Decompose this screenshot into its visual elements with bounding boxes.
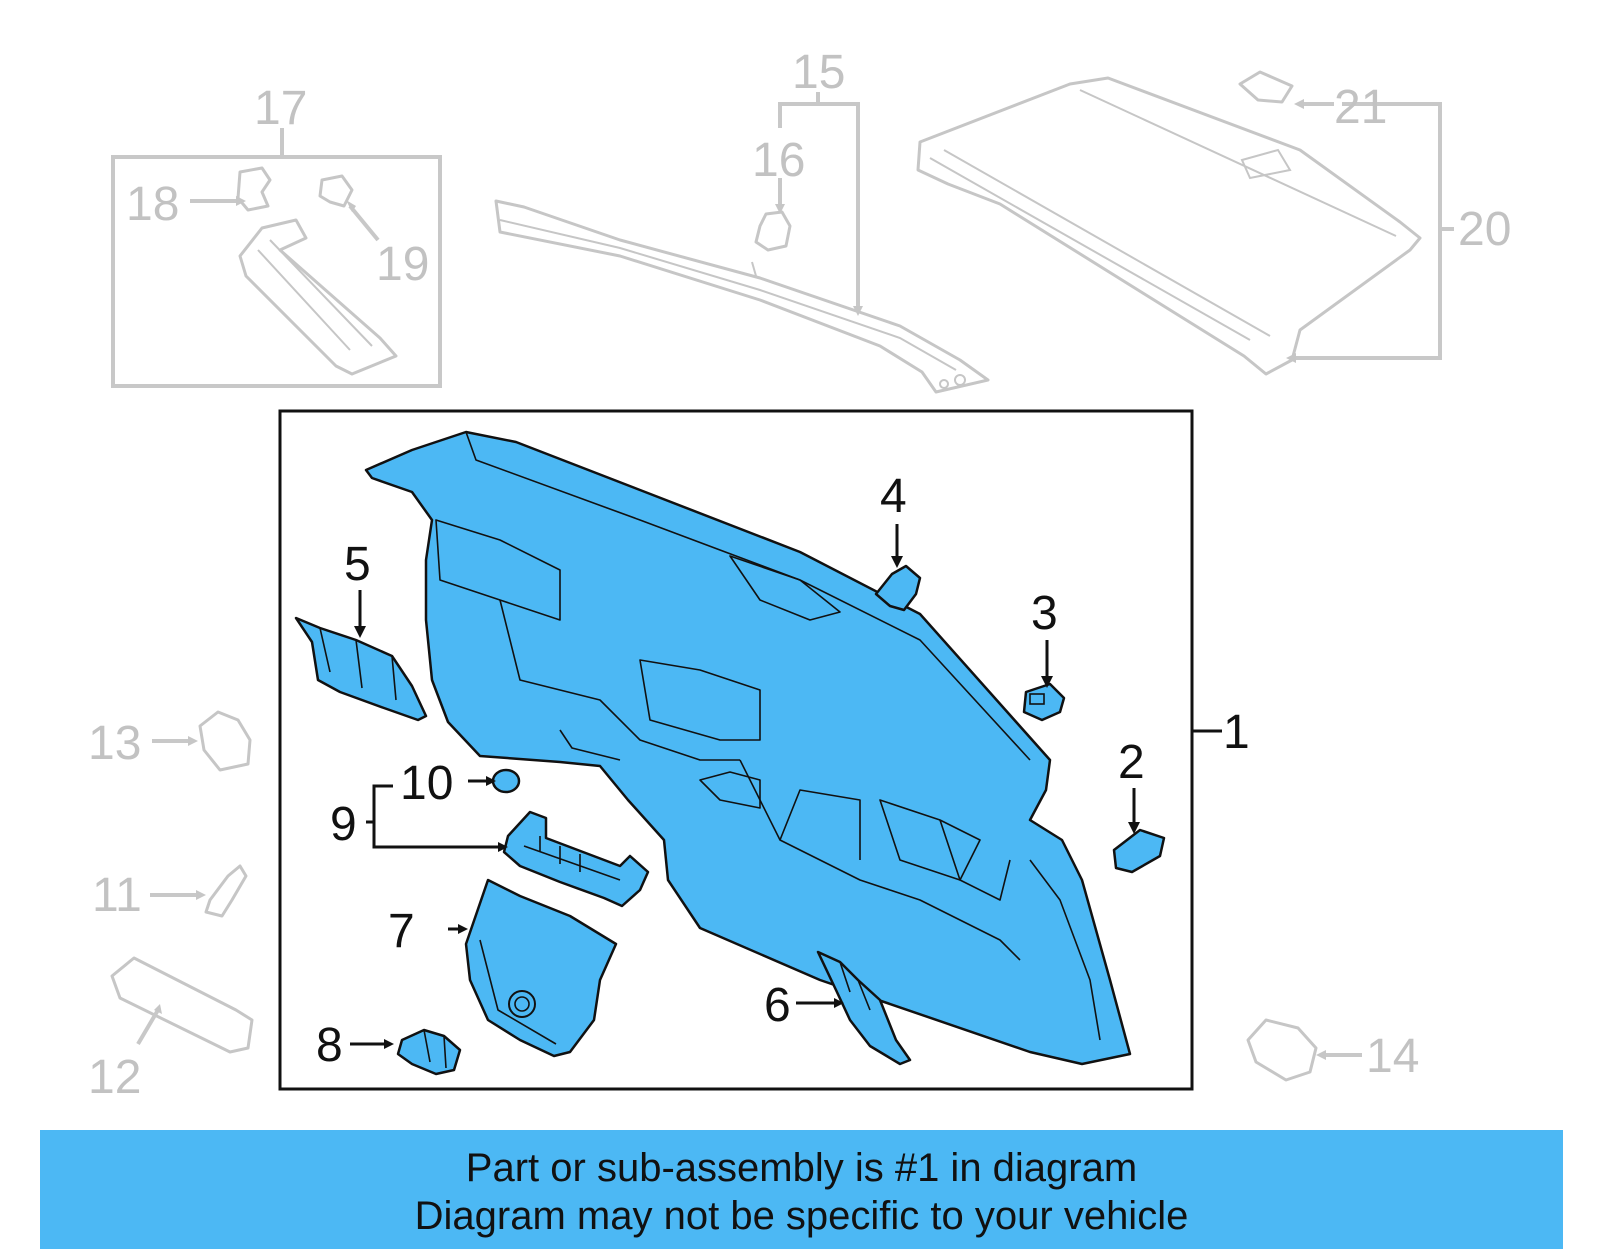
callout-21: 21	[1334, 81, 1387, 134]
callout-5: 5	[344, 538, 371, 591]
banner-line-1: Part or sub-assembly is #1 in diagram	[465, 1145, 1138, 1190]
callout-4: 4	[880, 470, 907, 523]
callout-14: 14	[1366, 1030, 1419, 1083]
callout-1: 1	[1223, 706, 1250, 759]
part-group-1	[278, 409, 1222, 1091]
info-banner: Part or sub-assembly is #1 in diagram Di…	[40, 1130, 1563, 1249]
banner-line-2: Diagram may not be specific to your vehi…	[414, 1193, 1189, 1238]
callout-11: 11	[92, 869, 142, 922]
callout-15: 15	[792, 46, 845, 99]
callout-2: 2	[1118, 736, 1145, 789]
callout-9: 9	[330, 798, 357, 851]
callout-17: 17	[254, 82, 307, 135]
part-group-15	[494, 92, 990, 394]
callout-19: 19	[376, 238, 429, 291]
callout-20: 20	[1458, 203, 1511, 256]
callout-10: 10	[400, 757, 453, 810]
callout-8: 8	[316, 1019, 343, 1072]
callout-7: 7	[388, 905, 415, 958]
callout-16: 16	[752, 134, 805, 187]
callout-3: 3	[1031, 587, 1058, 640]
callout-6: 6	[764, 979, 791, 1032]
part-group-17	[111, 128, 442, 388]
callout-12: 12	[88, 1051, 141, 1104]
part-group-20	[916, 70, 1454, 376]
callout-18: 18	[126, 178, 179, 231]
part-group-side	[110, 710, 1362, 1082]
callout-13: 13	[88, 717, 141, 770]
main-trim-panel	[364, 430, 1132, 1066]
